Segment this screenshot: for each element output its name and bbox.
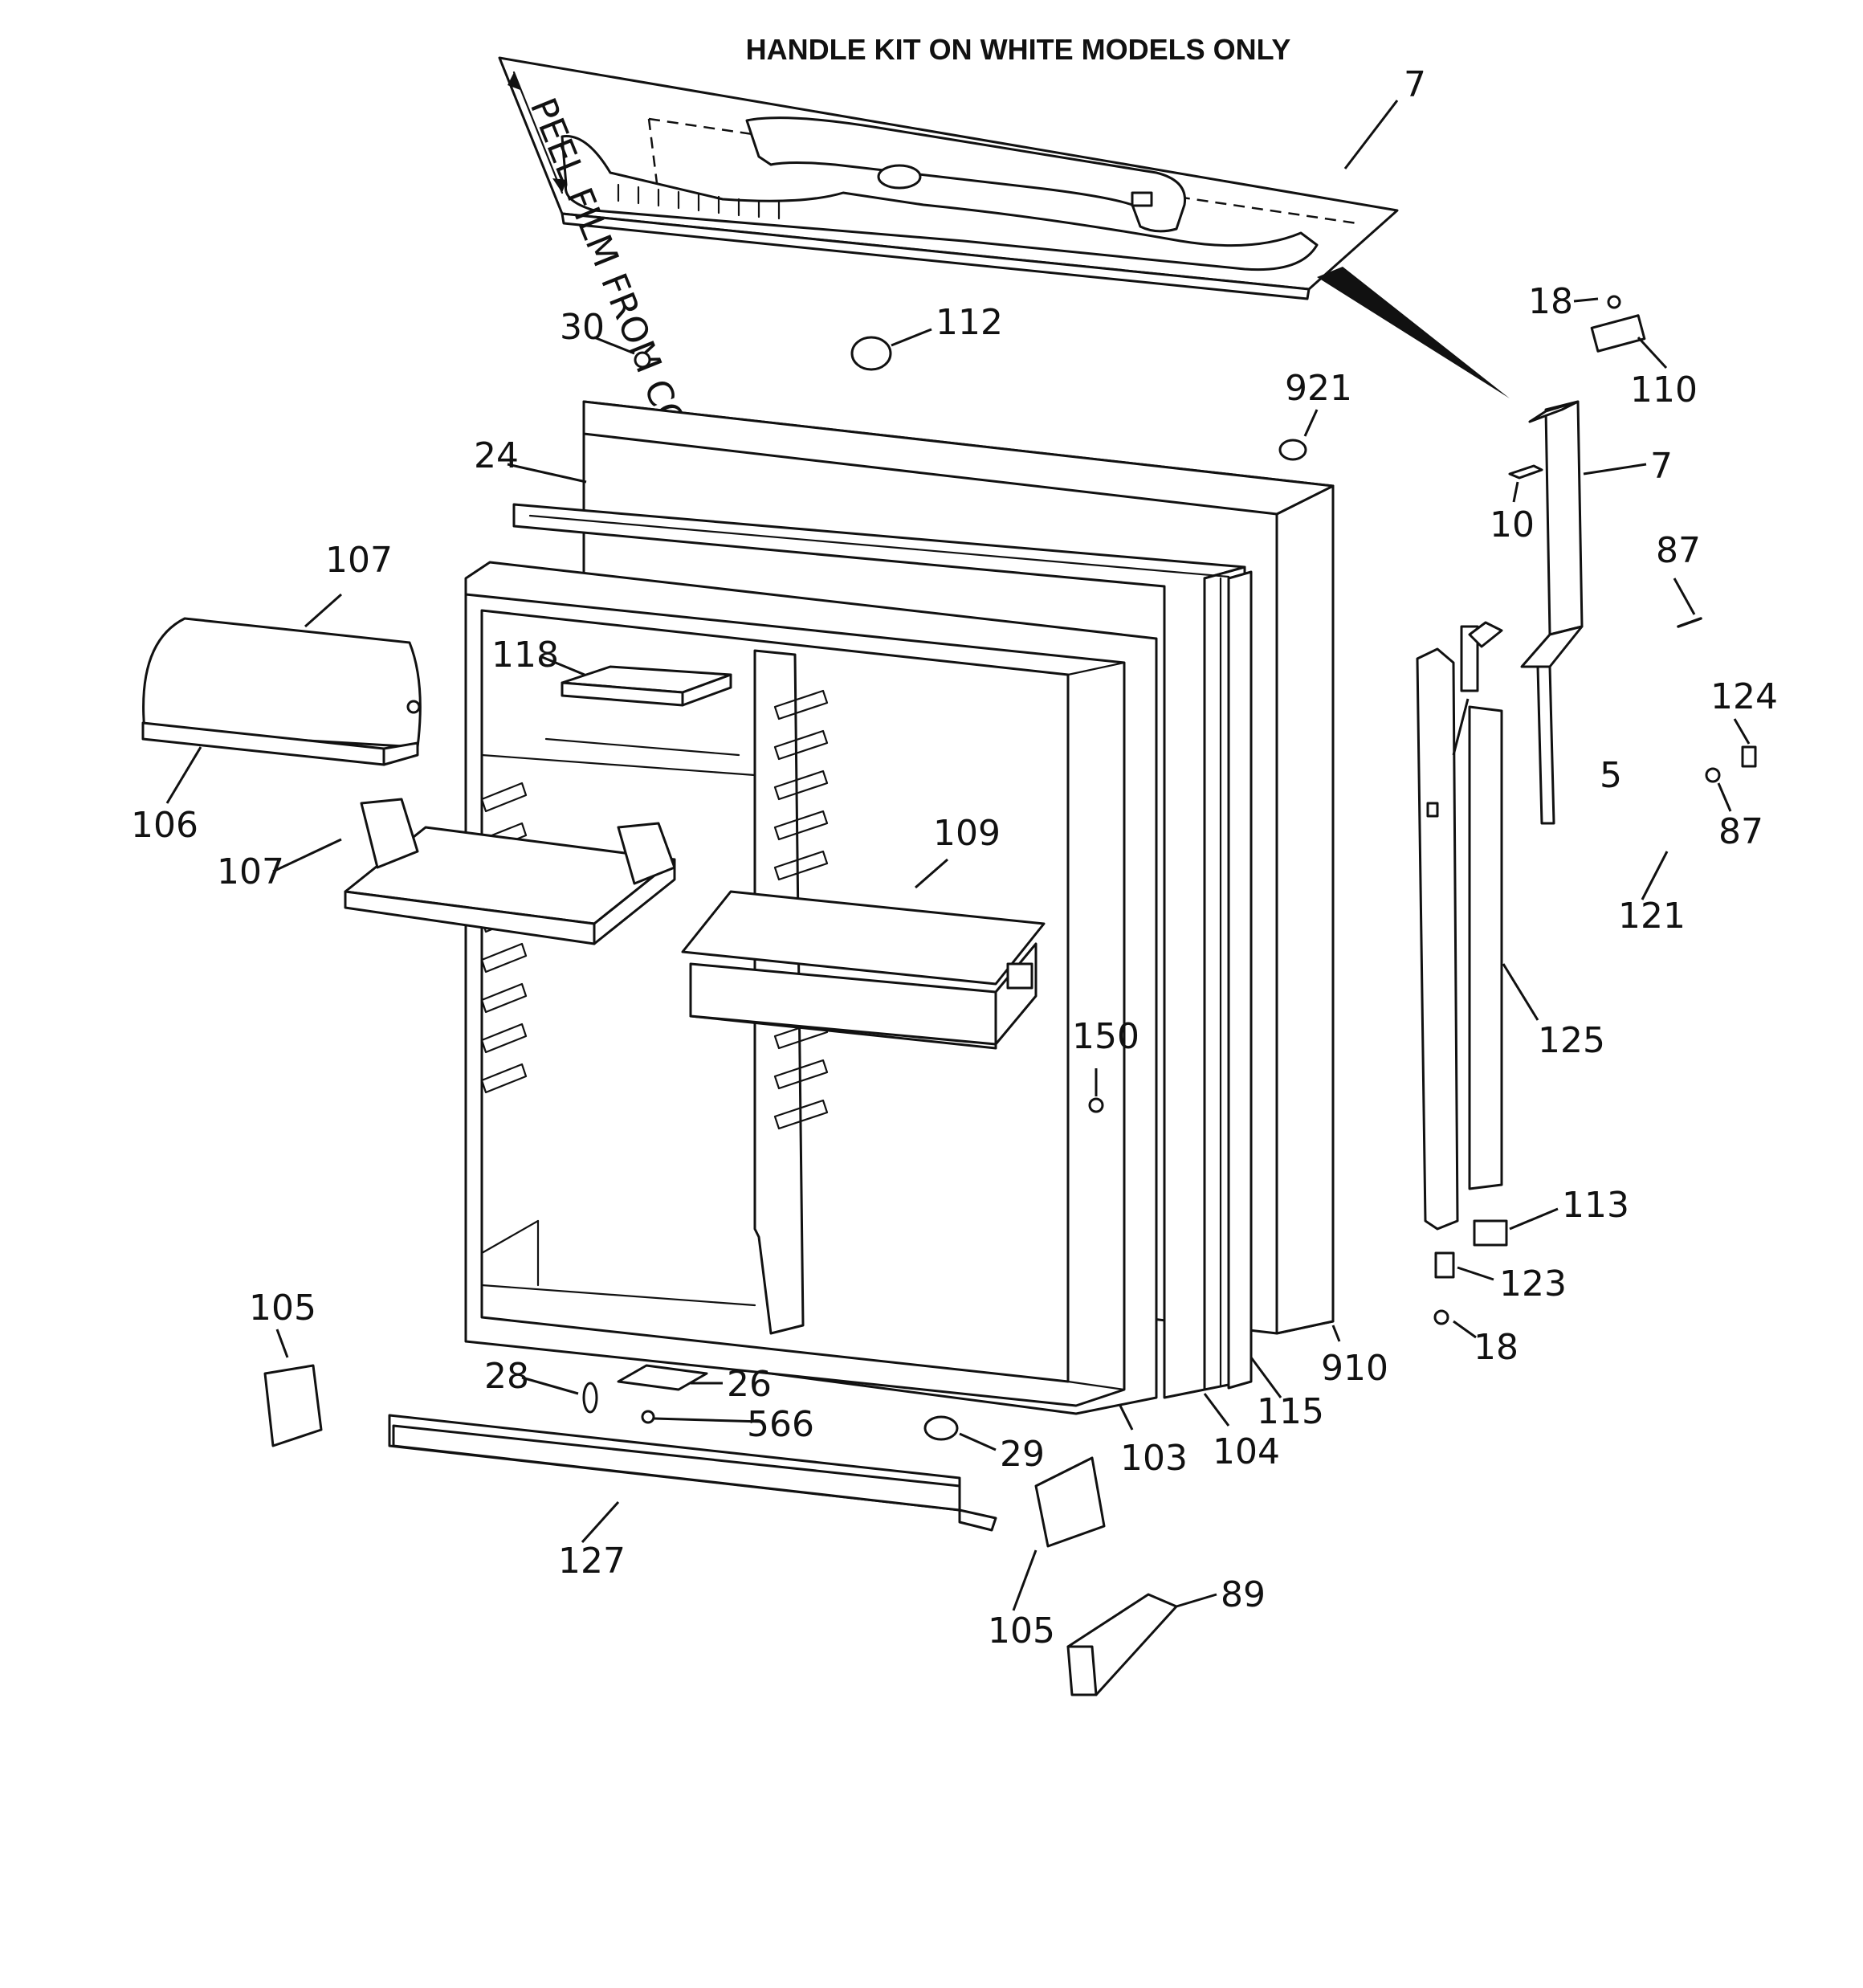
callout-113: 113 (1562, 1185, 1629, 1226)
callout-89: 89 (1221, 1574, 1266, 1615)
pin-28 (582, 1382, 598, 1414)
screw-18-top (1607, 295, 1621, 309)
callout-5: 5 (1600, 755, 1622, 796)
callout-26: 26 (727, 1364, 772, 1405)
hinge-cover-105-left (263, 1364, 323, 1447)
callout-121: 121 (1618, 896, 1686, 937)
callout-29: 29 (1000, 1434, 1045, 1475)
screw-30 (634, 351, 651, 369)
callout-7-handle: 7 (1650, 446, 1673, 487)
callout-7-kit: 7 (1404, 64, 1426, 105)
callout-115: 115 (1257, 1391, 1324, 1432)
plug-29 (923, 1415, 959, 1441)
screw-566 (641, 1410, 655, 1424)
callout-87-low: 87 (1718, 811, 1763, 852)
clip-123 (1434, 1251, 1455, 1279)
bottom-trim-127 (388, 1414, 997, 1532)
diagram-title: HANDLE KIT ON WHITE MODELS ONLY (746, 33, 1291, 66)
dairy-shelf (344, 798, 676, 945)
liner-shelf-slots-left (480, 782, 528, 1094)
callout-566: 566 (747, 1404, 814, 1445)
callout-18-low: 18 (1474, 1327, 1519, 1368)
callout-112: 112 (936, 302, 1003, 343)
door-handle-bracket (1520, 400, 1584, 825)
breaker-strip (1227, 570, 1253, 1390)
screw-150 (1088, 1097, 1104, 1113)
small-tray-118 (561, 665, 732, 707)
callout-106: 106 (131, 805, 198, 846)
bracket-110 (1590, 314, 1646, 353)
leader-lines (165, 100, 1751, 1611)
callout-109: 109 (933, 813, 1001, 854)
callout-87-top: 87 (1656, 530, 1701, 571)
callout-104: 104 (1213, 1431, 1280, 1472)
plate-26 (617, 1364, 708, 1391)
screw-87-low (1705, 767, 1721, 783)
callout-921: 921 (1285, 368, 1352, 409)
callout-105-left: 105 (249, 1288, 316, 1329)
callout-103: 103 (1120, 1438, 1188, 1479)
trim-strip-125 (1468, 705, 1503, 1190)
hinge-cap-5 (1460, 621, 1503, 692)
dairy-compartment-door (141, 617, 422, 766)
plug-921 (1278, 439, 1307, 461)
callout-107-mid: 107 (217, 851, 284, 892)
callout-127: 127 (558, 1541, 626, 1582)
callout-105-right: 105 (988, 1610, 1055, 1651)
clip-113 (1473, 1219, 1508, 1247)
screw-18-low (1433, 1309, 1449, 1325)
callout-124: 124 (1710, 676, 1778, 717)
clip-10 (1508, 464, 1543, 480)
callout-30: 30 (560, 307, 605, 348)
callout-150: 150 (1072, 1016, 1139, 1057)
callout-28: 28 (484, 1356, 529, 1397)
callout-118: 118 (491, 635, 559, 676)
callout-910: 910 (1321, 1348, 1388, 1389)
plug-112 (850, 336, 892, 371)
callout-labels: 7 18 110 30 112 921 24 7 10 107 87 118 1… (131, 64, 1778, 1651)
cover-89 (1066, 1593, 1178, 1696)
clip-124 (1741, 745, 1757, 768)
handle-grip-ridges (617, 183, 781, 220)
screw-87-top (1677, 617, 1702, 628)
callout-110: 110 (1630, 369, 1698, 410)
door-bin-109 (681, 890, 1046, 1050)
hinge-cover-105-right (1034, 1456, 1106, 1548)
callout-123: 123 (1499, 1263, 1567, 1304)
trim-strip-121 (1416, 647, 1459, 1231)
callout-107-top: 107 (325, 540, 393, 581)
callout-24: 24 (474, 435, 519, 476)
callout-10: 10 (1490, 504, 1535, 545)
callout-18-top: 18 (1528, 281, 1573, 322)
callout-125: 125 (1538, 1020, 1605, 1061)
kit-pointer-wedge (1317, 267, 1510, 398)
